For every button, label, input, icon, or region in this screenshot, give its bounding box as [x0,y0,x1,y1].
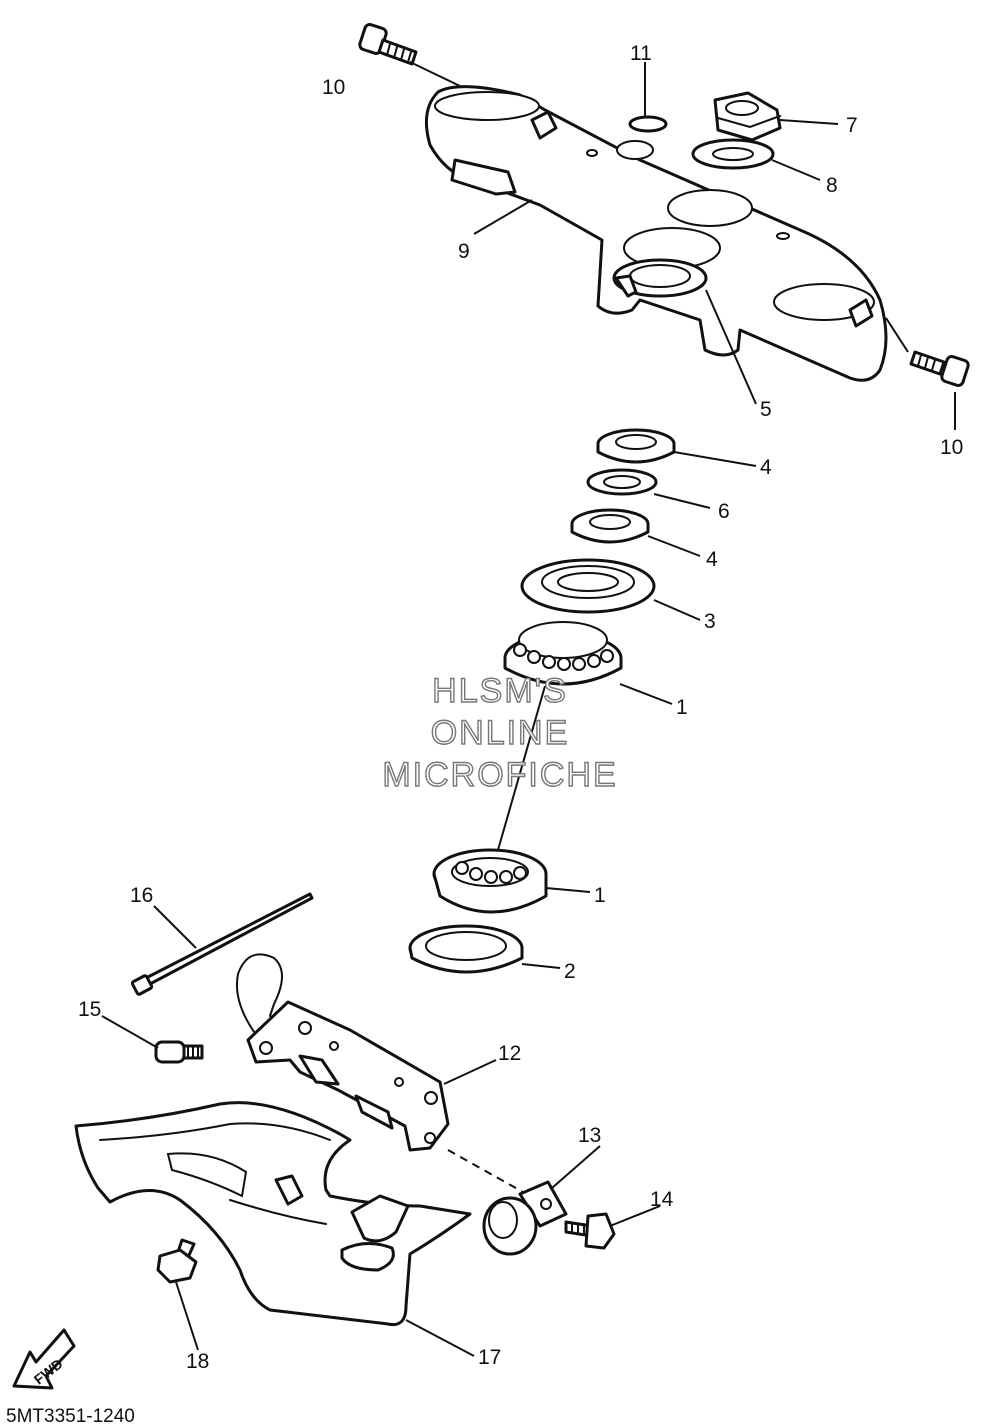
diagram-code: 5MT3351-1240 [6,1406,135,1427]
bearing-1-lower [432,848,548,914]
shaft-guide-line [497,685,546,851]
callout-1-upper: 1 [676,696,688,719]
callout-5: 5 [760,398,772,421]
washer-11 [628,115,668,133]
watermark: HLSM'S ONLINE MICROFICHE [382,671,617,794]
callout-17: 17 [478,1346,501,1369]
ring-nut-4-upper [596,428,676,464]
fwd-arrow: FWD [12,1328,76,1390]
watermark-line-3: MICROFICHE [382,756,617,794]
nut-7 [713,91,782,142]
bearing-cover-3 [520,558,656,614]
bracket-12 [236,953,450,1152]
leader-lines [101,61,956,1357]
bearing-1-upper [503,621,623,686]
washer-6 [586,468,658,496]
callout-4-lower: 4 [706,548,718,571]
seal-2 [408,924,524,974]
callout-3: 3 [704,610,716,633]
ring-nut-4-lower [570,508,650,544]
callout-12: 12 [498,1042,521,1065]
callout-1-lower: 1 [594,884,606,907]
callout-13: 13 [578,1124,601,1147]
watermark-line-2: ONLINE [431,714,570,752]
watermark-line-1: HLSM'S [432,672,568,710]
callout-9: 9 [458,240,470,263]
callout-15: 15 [78,998,101,1021]
callout-labels: 10 11 7 8 9 10 5 4 6 4 3 1 1 2 16 15 12 … [78,42,963,1373]
bolt-10-left [358,23,418,66]
lower-cover-17 [74,1101,472,1327]
alignment-dashes-right [447,1149,531,1197]
lock-washer-5 [612,258,708,298]
holder-clamp-13 [482,1180,568,1256]
cable-tie-16 [130,892,314,996]
upper-bracket-9 [424,85,888,382]
callout-4-upper: 4 [760,456,772,479]
washer-8 [691,138,775,170]
callout-11: 11 [630,42,652,65]
bolt-10-right [909,350,970,387]
callout-10-left: 10 [322,76,345,99]
bolt-18 [156,1238,198,1284]
callout-16: 16 [130,884,153,907]
callout-7: 7 [846,114,858,137]
bolt-15 [154,1040,204,1064]
bolt-14 [564,1212,616,1250]
callout-6: 6 [718,500,730,523]
callout-8: 8 [826,174,838,197]
callout-18: 18 [186,1350,209,1373]
callout-2: 2 [564,960,576,983]
callout-14: 14 [650,1188,674,1211]
callout-10-right: 10 [940,436,963,459]
